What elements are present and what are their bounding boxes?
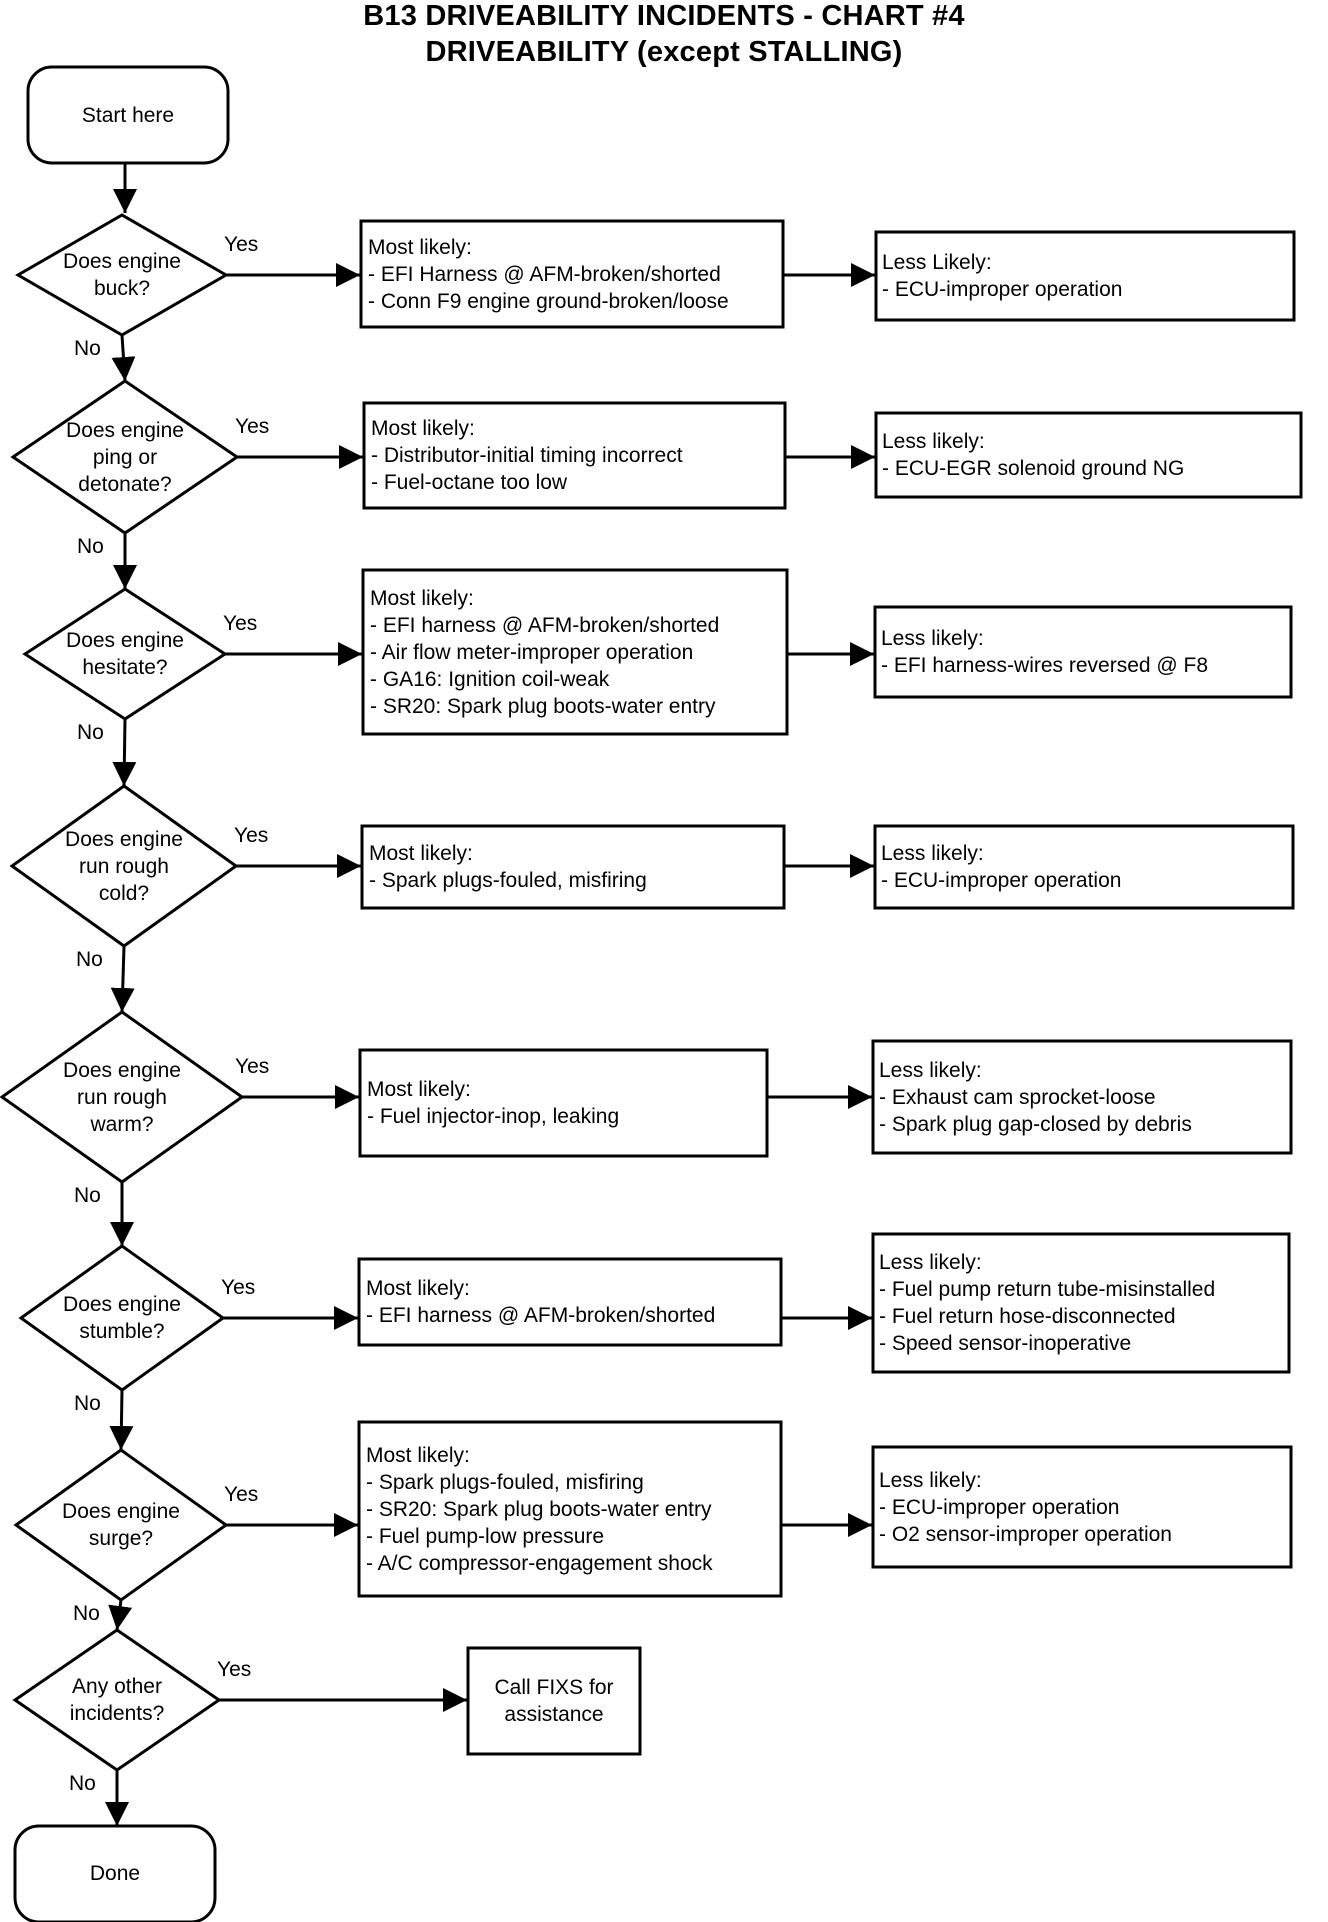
yes-label: Yes — [234, 824, 269, 847]
less-likely-text: Less Likely: - ECU-improper operation — [882, 251, 1123, 301]
yes-label: Yes — [224, 233, 259, 256]
no-label: No — [73, 1602, 100, 1625]
most-likely-box — [358, 1048, 769, 1158]
yes-label: Yes — [221, 1276, 256, 1299]
decision-label: Does engine run rough cold? — [65, 827, 183, 905]
less-likely-text: Less likely: - ECU-EGR solenoid ground N… — [882, 430, 1185, 480]
start-terminal — [26, 65, 230, 165]
less-likely-box — [871, 1039, 1293, 1155]
no-arrow — [108, 1599, 133, 1631]
most-likely-box — [362, 401, 787, 510]
decision-label: Does engine hesitate? — [66, 629, 184, 679]
most-likely-text: Most likely: - Spark plugs-fouled, misfi… — [369, 842, 647, 892]
less-likely-box — [873, 605, 1293, 699]
decision-label: Does engine ping or detonate? — [66, 418, 184, 496]
decision-label: Does engine run rough warm? — [63, 1058, 181, 1136]
start-label: Start here — [81, 104, 175, 127]
decision-label: Does engine stumble? — [63, 1293, 181, 1343]
no-arrow — [109, 1389, 134, 1451]
less-likely-box — [871, 1232, 1291, 1374]
most-likely-text: Most likely: - Spark plugs-fouled, misfi… — [366, 1443, 713, 1575]
less-likely-text: Less likely: - ECU-improper operation - … — [879, 1468, 1172, 1546]
chart-title-line2: DRIVEABILITY (except STALLING) — [425, 36, 903, 68]
no-label: No — [77, 721, 104, 744]
yes-label: Yes — [217, 1658, 252, 1681]
less-likely-box — [874, 230, 1296, 322]
chart-title-line1: B13 DRIVEABILITY INCIDENTS - CHART #4 — [363, 0, 965, 32]
decision-label: Does engine buck? — [63, 250, 181, 300]
decision-label: Does engine surge? — [62, 1500, 180, 1550]
most-likely-box — [357, 1257, 783, 1347]
less-likely-box — [873, 824, 1295, 910]
no-label: No — [76, 948, 103, 971]
less-likely-box — [874, 411, 1303, 499]
less-likely-text: Less likely: - Fuel pump return tube-mis… — [879, 1251, 1216, 1355]
done-label: Done — [89, 1862, 141, 1885]
no-arrow — [112, 718, 137, 787]
call-text: Call FIXS for assistance — [494, 1676, 614, 1726]
most-likely-box — [357, 1420, 783, 1598]
no-label: No — [74, 337, 101, 360]
no-label: No — [69, 1772, 96, 1795]
no-label: No — [77, 535, 104, 558]
yes-label: Yes — [224, 1483, 259, 1506]
no-arrow — [111, 334, 136, 382]
most-likely-box — [359, 219, 785, 329]
most-likely-text: Most likely: - EFI harness @ AFM-broken/… — [370, 586, 720, 718]
decision-label: Any other incidents? — [69, 1675, 165, 1725]
no-arrow — [110, 945, 135, 1013]
done-terminal — [13, 1824, 217, 1922]
most-likely-box — [360, 824, 786, 910]
yes-label: Yes — [223, 612, 258, 635]
yes-label: Yes — [235, 415, 270, 438]
less-likely-text: Less likely: - ECU-improper operation — [881, 842, 1122, 892]
call-box — [466, 1646, 642, 1756]
no-label: No — [74, 1392, 101, 1415]
less-likely-text: Less likely: - EFI harness-wires reverse… — [881, 627, 1209, 677]
less-likely-box — [871, 1445, 1293, 1569]
most-likely-text: Most likely: - Distributor-initial timin… — [371, 417, 683, 494]
yes-label: Yes — [235, 1055, 270, 1078]
most-likely-text: Most likely: - EFI harness @ AFM-broken/… — [366, 1277, 716, 1327]
most-likely-box — [361, 568, 789, 736]
no-label: No — [74, 1184, 101, 1207]
less-likely-text: Less likely: - Exhaust cam sprocket-loos… — [879, 1058, 1192, 1136]
most-likely-text: Most likely: - EFI Harness @ AFM-broken/… — [368, 235, 729, 313]
most-likely-text: Most likely: - Fuel injector-inop, leaki… — [367, 1078, 620, 1128]
